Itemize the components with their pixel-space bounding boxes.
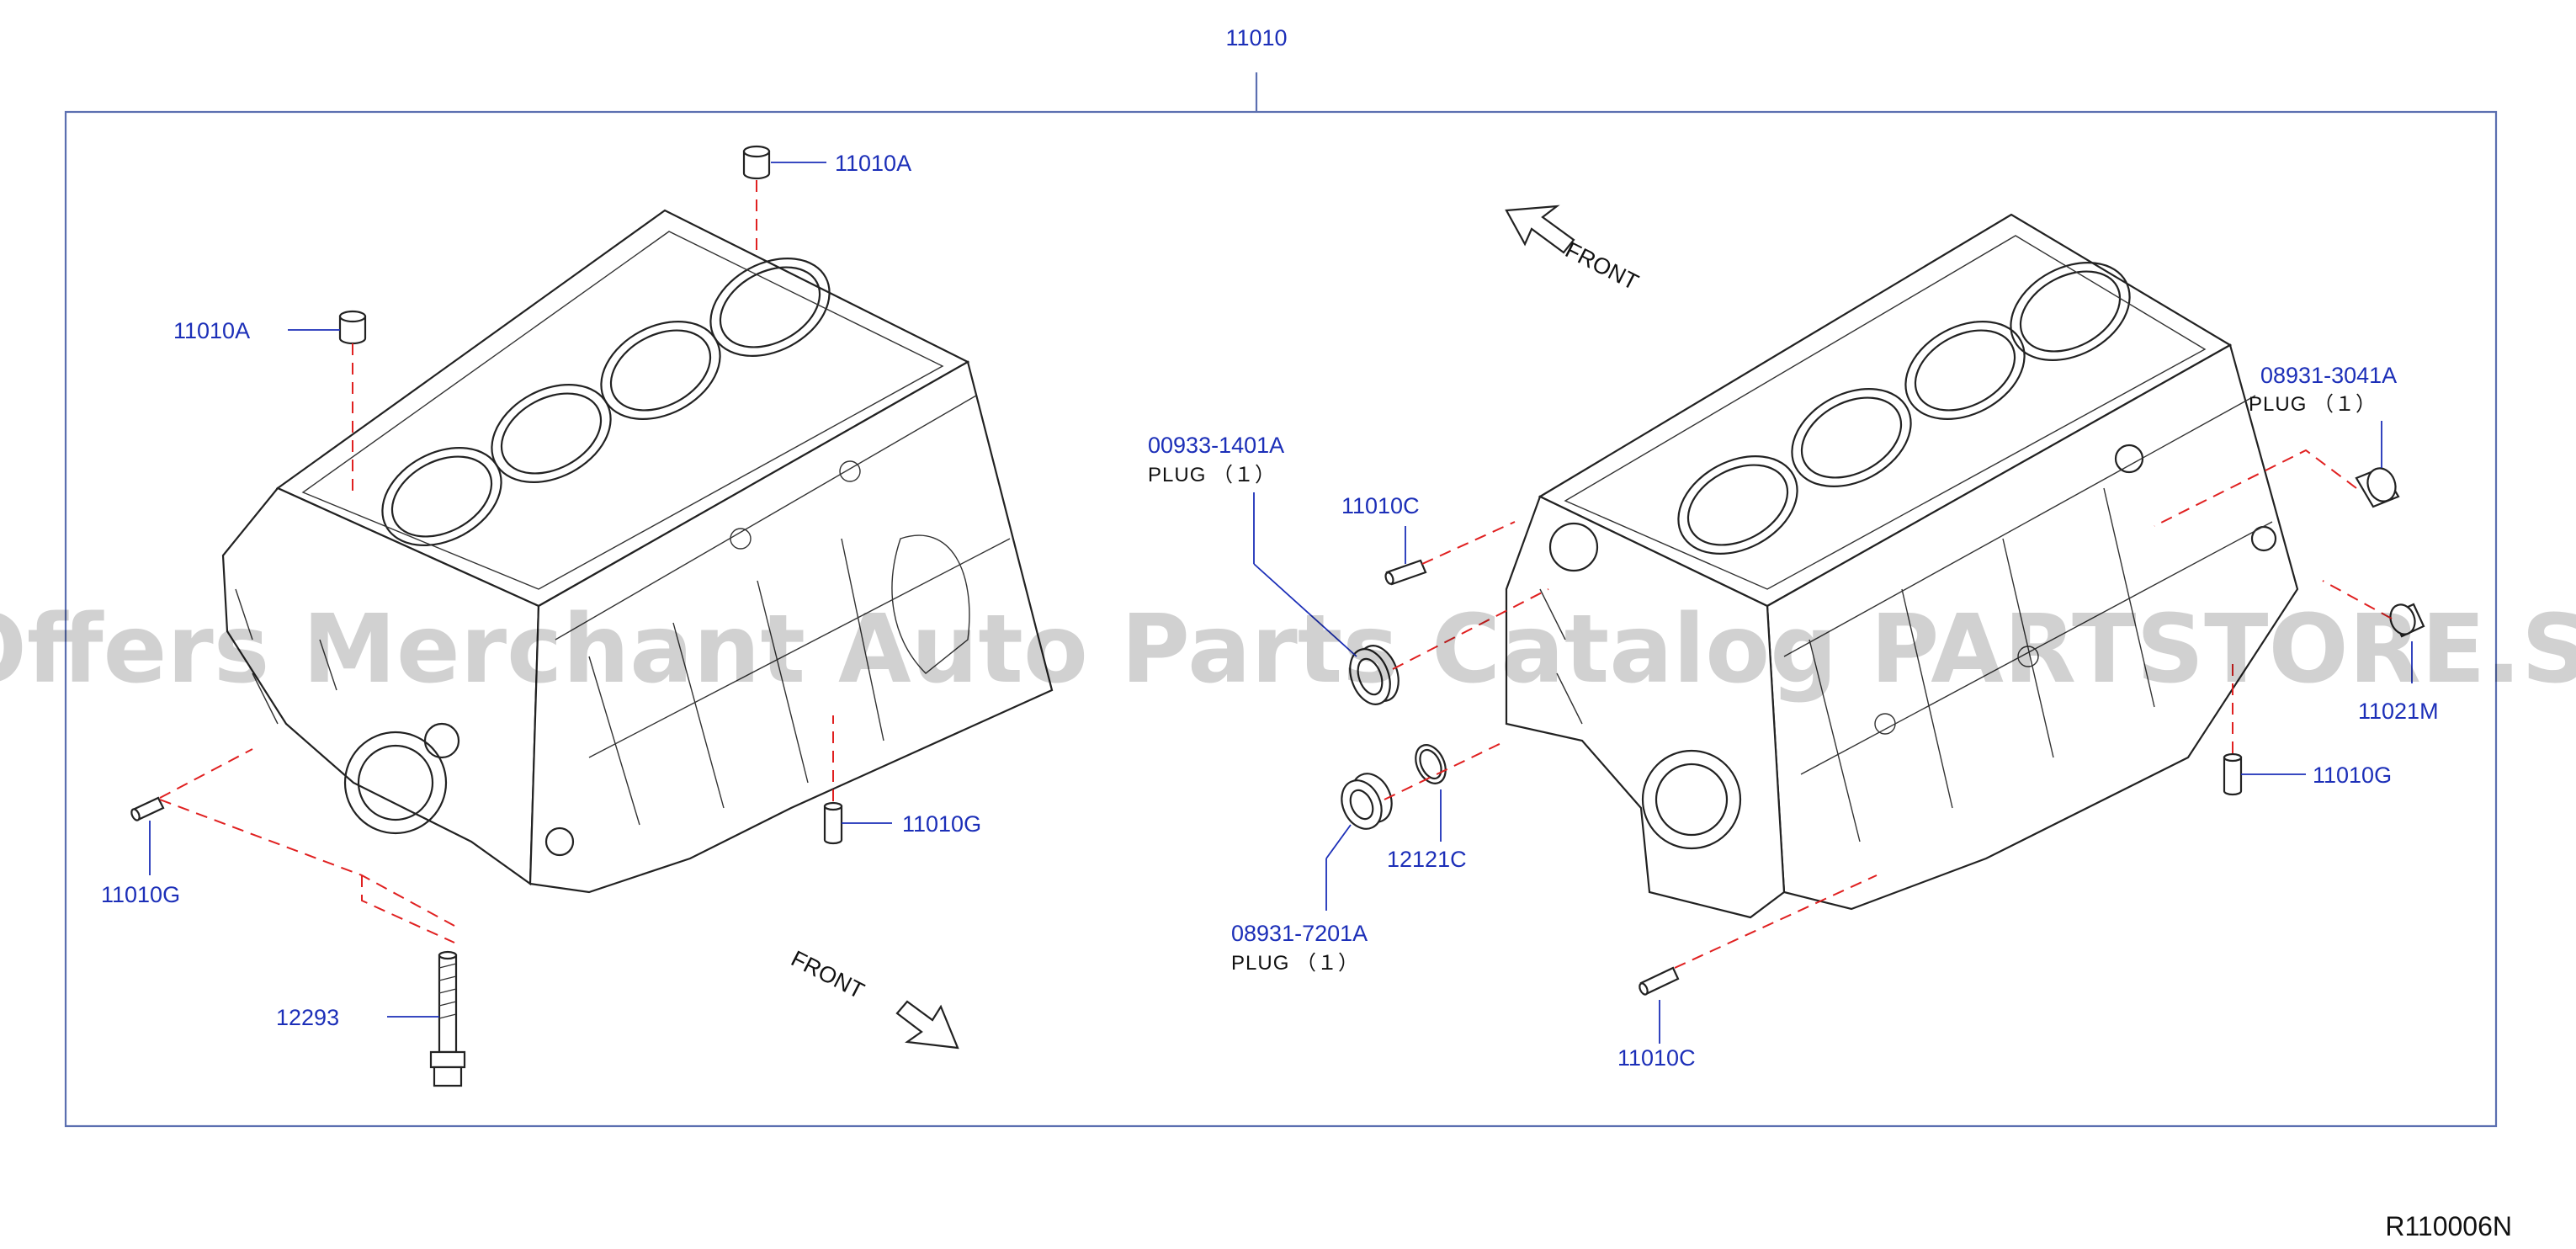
front-arrow-left-icon [895, 1000, 959, 1050]
callout-pin-center[interactable]: 11010G [902, 811, 981, 837]
plug-hex-part [2355, 466, 2400, 508]
installation-guide-lines [159, 180, 2393, 969]
cylinder-block-left [221, 209, 1054, 894]
callout-bolt[interactable]: 12293 [276, 1005, 339, 1030]
callout-pin-c-lower[interactable]: 11010C [1617, 1045, 1696, 1071]
callout-plug-7201a[interactable]: 08931-7201A [1231, 921, 1368, 946]
plug-label-7201a: PLUG （１） [1231, 952, 1359, 975]
plug-label-3041a: PLUG （１） [2249, 393, 2377, 416]
diagram-reference-code: R110006N [2385, 1211, 2512, 1241]
callout-pin-c-upper[interactable]: 11010C [1341, 493, 1420, 518]
callout-plug-11021m[interactable]: 11021M [2358, 699, 2439, 724]
cap-part-left [338, 310, 367, 345]
cap-part-top [742, 145, 771, 180]
dowel-pin-center [823, 801, 843, 845]
callout-ring[interactable]: 12121C [1387, 847, 1467, 872]
front-label-left: FRONT [787, 946, 868, 1004]
assembly-number[interactable]: 11010 [1225, 25, 1287, 50]
bolt-part [429, 950, 466, 1087]
o-ring-part [1415, 744, 1447, 784]
callout-plug-1401a[interactable]: 00933-1401A [1148, 433, 1284, 458]
plug-threaded-part [1341, 773, 1393, 830]
callout-plug-3041a[interactable]: 08931-3041A [2260, 363, 2397, 388]
callout-cap-top[interactable]: 11010A [835, 151, 911, 176]
assembly-frame [64, 72, 2498, 1128]
front-arrow-right-icon [1505, 205, 1575, 254]
dowel-pin-right [2223, 752, 2243, 796]
callout-pin-left-low[interactable]: 11010G [101, 882, 180, 907]
dowel-pin-c-lower [1639, 966, 1680, 996]
plug-plain-part [2389, 603, 2425, 638]
watermark-text: Offers Merchant Auto Parts Catalog PARTS… [0, 595, 2576, 704]
callout-pin-right[interactable]: 11010G [2313, 763, 2392, 788]
plug-label-1401a: PLUG （１） [1148, 464, 1276, 486]
cylinder-block-right [1505, 213, 2299, 919]
dowel-pin-c-upper [1384, 559, 1427, 586]
front-label-right: FRONT [1561, 237, 1642, 295]
dowel-pin-left [130, 796, 165, 821]
callout-cap-left[interactable]: 11010A [173, 318, 250, 343]
plug-cup-part [1349, 645, 1400, 705]
callout-leader-lines [149, 162, 2413, 1044]
